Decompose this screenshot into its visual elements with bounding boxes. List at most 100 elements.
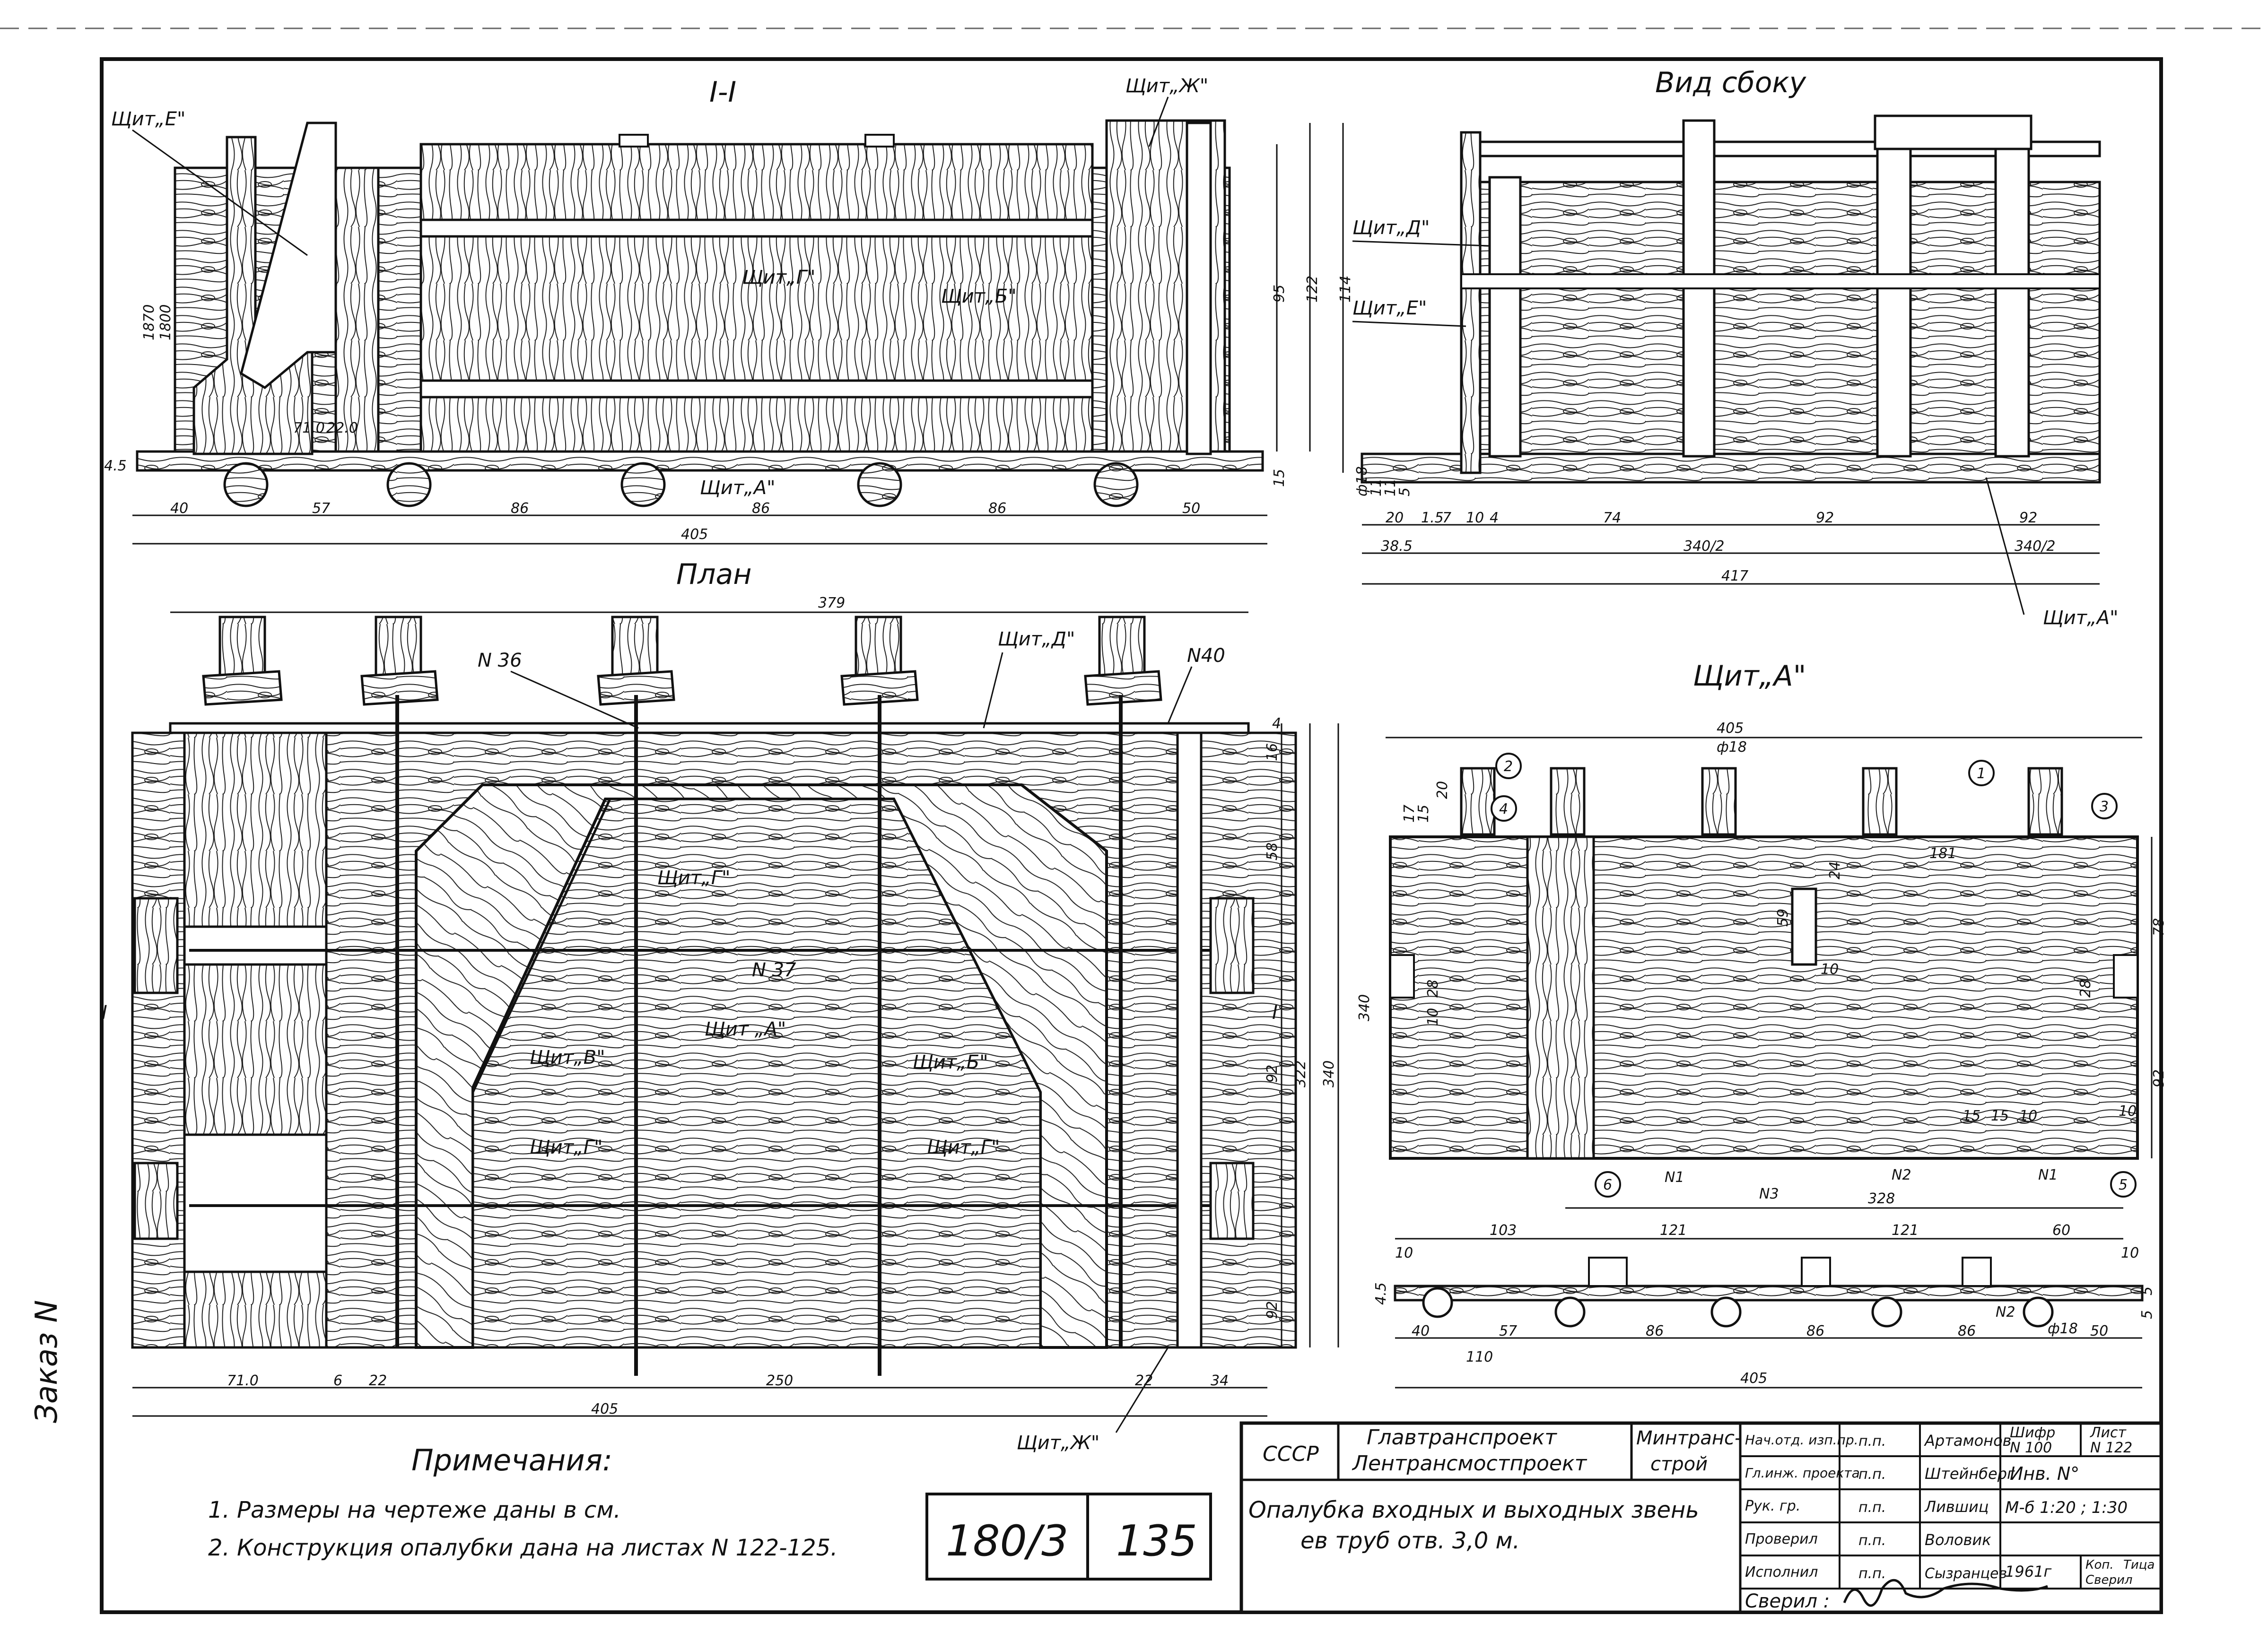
plan-dim-71: 71.0: [227, 1373, 259, 1389]
dim-86c: 86: [988, 500, 1006, 517]
tb-sheet: N 122: [2090, 1440, 2132, 1456]
tb-name-5: Сызранцев: [1925, 1565, 2007, 1582]
plan-dim-58: 58: [1264, 843, 1281, 860]
dim-122: 122: [1304, 276, 1321, 303]
plan-panel-a-inner: [471, 798, 1042, 1349]
stamp-small: 180/3 135: [925, 1493, 1212, 1581]
title-block: СССР Главтранспроект Лентрансмостпроект …: [1239, 1421, 2163, 1614]
callout-3: 3: [2100, 799, 2109, 815]
tb-sign-3: п.п.: [1858, 1499, 1886, 1516]
panel-a-plan-328: 328: [1868, 1190, 1895, 1207]
dim-1870: 1870: [141, 304, 157, 340]
side-dim-340-2b: 340/2: [2015, 538, 2055, 555]
plan-leader-zh: [1115, 1347, 1169, 1433]
stamp-left: 180/3: [946, 1516, 1068, 1566]
side-margin-text: Заказ N: [29, 1300, 64, 1423]
plan-right-block-1: [1209, 897, 1255, 994]
panel-g-area: [419, 143, 1094, 453]
panel-a-plan-86c: 86: [1958, 1323, 1976, 1339]
tb-org-2: Лентрансмостпроект: [1352, 1451, 1588, 1476]
panel-a-end-left: [1389, 954, 1415, 999]
stamp-right: 135: [1116, 1516, 1197, 1566]
plan-dim-92a: 92: [1264, 1065, 1281, 1083]
leader-side-d: [1352, 240, 1490, 247]
plan-label-n36: N 36: [478, 650, 522, 671]
panel-a-plan-103: 103: [1490, 1222, 1517, 1239]
side-dim-10: 10: [1466, 510, 1484, 526]
tb-cipher-label: Шифр: [2010, 1425, 2055, 1441]
panel-a-dim-20: 20: [1434, 781, 1451, 799]
panel-a-plan-f18: ф18: [2048, 1321, 2078, 1337]
tb-ministry-2: строй: [1650, 1453, 1708, 1475]
side-base: [1361, 452, 2101, 484]
tb-cipher: N 100: [2010, 1440, 2052, 1456]
panel-a-plan-50: 50: [2090, 1323, 2108, 1339]
panel-a-dim-15: 15: [1415, 805, 1432, 823]
dim-86b: 86: [752, 500, 770, 517]
panel-a-dim-59: 59: [1775, 909, 1791, 927]
panel-a-dim-92: 92: [2151, 1069, 2167, 1087]
tb-role-5: Исполнил: [1745, 1564, 1818, 1581]
tb-sign-2: п.п.: [1858, 1466, 1886, 1483]
dim-71: 71.0: [293, 420, 325, 436]
side-dim-20: 20: [1386, 510, 1404, 526]
panel-a-plan-110: 110: [1466, 1349, 1493, 1365]
panel-a-dim-10l: 10: [1425, 1008, 1441, 1026]
dim-15-right: 15: [1271, 469, 1288, 487]
side-dim-15: 1.5: [1421, 510, 1444, 526]
panel-a-plan-86a: 86: [1646, 1323, 1664, 1339]
panel-a-batten-left: [1526, 835, 1595, 1160]
dim-45-left: 4.5: [104, 458, 127, 474]
dim-1800: 1800: [157, 304, 174, 340]
plan-view: План 379: [102, 558, 1339, 1454]
plan-left-clamp-1: [183, 925, 328, 966]
side-post-1: [1488, 176, 1522, 458]
left-panel-e: [192, 136, 314, 455]
side-wall: [1460, 181, 2101, 455]
plan-section-mark-left: I: [102, 1002, 107, 1024]
tb-sheet-label: Лист: [2090, 1425, 2127, 1441]
notes-block: Примечания: 1. Размеры на чертеже даны в…: [208, 1443, 837, 1561]
side-view-title: Вид сбоку: [1655, 66, 1807, 99]
left-panel-e2: [240, 122, 337, 390]
plan-right-wall: [1176, 731, 1203, 1349]
tb-name-4: Воловик: [1925, 1531, 1991, 1549]
tb-year: 1961г: [2005, 1563, 2051, 1581]
log-2: [386, 462, 432, 507]
plan-dim-340: 340: [1321, 1060, 1337, 1087]
panel-a-plan-45: 4.5: [1373, 1282, 1389, 1305]
plan-leader-d: [983, 652, 1003, 729]
plan-dim-405: 405: [591, 1401, 618, 1417]
plan-dim-379: 379: [818, 595, 845, 611]
plan-label-shchit-d: Щит„Д": [998, 628, 1075, 650]
label-shchit-zh: Щит„Ж": [1125, 75, 1208, 97]
note-2: 2. Конструкция опалубки дана на листах N…: [208, 1535, 837, 1561]
plan-dim-250: 250: [766, 1373, 793, 1389]
callout-2: 2: [1504, 758, 1513, 775]
dim-114: 114: [1337, 276, 1354, 303]
plan-leader-n36: [510, 670, 639, 729]
side-dim-340-2a: 340/2: [1684, 538, 1724, 555]
notes-heading: Примечания:: [411, 1443, 612, 1477]
side-dim-4: 4: [1490, 510, 1499, 526]
plan-section-mark-right: I: [1272, 1002, 1278, 1024]
panel-a-plan-57: 57: [1499, 1323, 1517, 1339]
note-1: 1. Размеры на чертеже даны в см.: [208, 1497, 621, 1523]
panel-a-plan-5b: 5: [2139, 1310, 2155, 1319]
log-5: [1093, 462, 1139, 507]
panel-a-marker-n1b: N1: [2038, 1167, 2058, 1183]
tb-ministry-1: Минтранс-: [1636, 1427, 1741, 1449]
plan-dim-22a: 22: [369, 1373, 387, 1389]
panel-a-callouts: 1 2 3 4 5 6: [1491, 753, 2137, 1198]
callout-4: 4: [1499, 801, 1508, 817]
log-3: [620, 462, 666, 507]
base-plank: [136, 450, 1264, 472]
marker-n1-a: [619, 134, 649, 148]
plan-label-shchit-b: Щит„Б": [913, 1051, 988, 1073]
panel-a-view: Щит„А" 405 ф18 1 2 3 4 5 6: [1356, 660, 2167, 1389]
label-side-shchit-a: Щит„А": [2043, 607, 2119, 629]
panel-a-plan-405: 405: [1740, 1370, 1767, 1387]
side-dim-92a: 92: [1816, 510, 1834, 526]
side-dim-7: 7: [1442, 510, 1451, 526]
